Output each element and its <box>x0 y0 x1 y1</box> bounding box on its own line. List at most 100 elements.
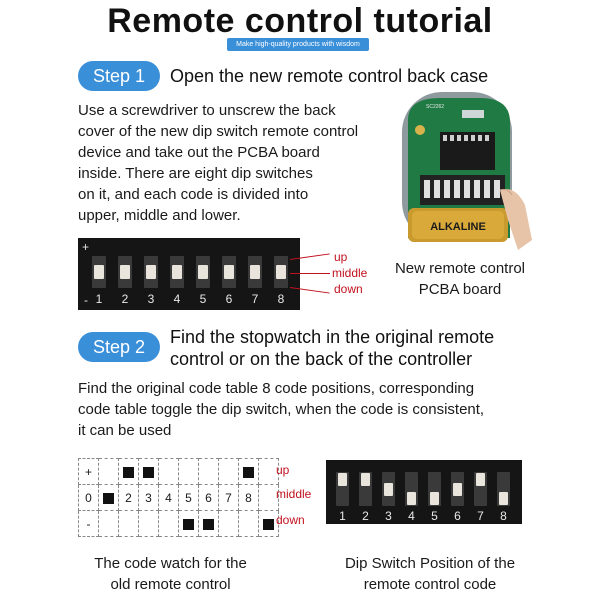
dip-switch-slot <box>497 472 510 506</box>
step2-pill: Step 2 <box>78 332 160 362</box>
step1-line: on it, and each code is divided into <box>78 186 309 203</box>
pcb-caption-line: PCBA board <box>418 281 502 298</box>
caption-line: The code watch for the <box>94 555 247 572</box>
code-table-cell <box>158 458 179 485</box>
step2-line: it can be used <box>78 422 172 439</box>
code-table-cell <box>98 458 119 485</box>
code-table-cell: 3 <box>138 484 159 511</box>
code-marker-square <box>203 518 214 530</box>
code-table-row-label: + <box>78 458 99 485</box>
dip-switch-knob <box>224 265 234 279</box>
caption-line: Dip Switch Position of the <box>344 555 516 572</box>
step2-line: Find the original code table 8 code posi… <box>78 380 475 397</box>
code-marker-square <box>183 518 194 530</box>
dip-switch-number: 3 <box>385 509 392 523</box>
code-table-cell <box>238 458 259 485</box>
code-table-cell: 4 <box>158 484 179 511</box>
code-table-cell <box>198 458 219 485</box>
annotation-up: up <box>334 250 348 264</box>
step1-pill: Step 1 <box>78 61 160 91</box>
dip-switch-slot <box>144 256 158 288</box>
dip-switch-photo-step1: + - 1 2 3 4 5 6 7 8 <box>78 238 300 310</box>
dip-switch-slot <box>222 256 236 288</box>
dip-switch-slot <box>474 472 487 506</box>
dip-minus-label: - <box>84 293 88 307</box>
dip-switch-number: 7 <box>477 509 484 523</box>
page-title: Remote control tutorial <box>107 2 493 40</box>
step2-heading: Find the stopwatch in the original remot… <box>170 326 494 370</box>
annotation-line-middle <box>290 273 330 274</box>
code-table-row-label: - <box>78 510 99 537</box>
table-label-up: up <box>276 463 290 477</box>
table-label-middle: middle <box>276 487 312 501</box>
dip-switch-number: 4 <box>408 509 415 523</box>
caption-dip-position: Dip Switch Position of the remote contro… <box>330 553 530 595</box>
code-table-cell <box>218 458 239 485</box>
dip-switch-slot <box>92 256 106 288</box>
dip-switch-slot <box>405 472 418 506</box>
dip-switch-number: 7 <box>251 292 259 306</box>
code-table-cell: 6 <box>198 484 219 511</box>
dip-switch-number: 5 <box>199 292 207 306</box>
pcb-caption-line: New remote control <box>394 260 526 277</box>
dip-switch-knob <box>384 482 393 496</box>
code-table-cell <box>98 510 119 537</box>
code-table-cell <box>218 510 239 537</box>
dip-switch-number: 1 <box>95 292 103 306</box>
code-table-cell <box>258 510 279 537</box>
dip-switch-number: 8 <box>500 509 507 523</box>
caption-line: old remote control <box>110 576 231 593</box>
dip-switch-knob <box>430 492 439 505</box>
pcb-caption: New remote control PCBA board <box>385 258 535 300</box>
code-table-cell <box>98 484 119 511</box>
dip-plus-label: + <box>82 240 90 254</box>
dip-switch-knob <box>276 265 286 279</box>
dip-switch-knob <box>120 265 130 279</box>
dip-switch-knob <box>338 473 347 486</box>
dip-switch-slot <box>382 472 395 506</box>
code-marker-square <box>103 492 114 504</box>
code-table-cell <box>118 510 139 537</box>
dip-switch-number: 3 <box>147 292 155 306</box>
code-table-cell <box>118 458 139 485</box>
table-label-down: down <box>276 513 305 527</box>
dip-switch-knob <box>361 473 370 486</box>
caption-line: remote control code <box>363 576 497 593</box>
dip-switch-slot <box>336 472 349 506</box>
code-table-cell <box>198 510 219 537</box>
dip-switch-number: 6 <box>225 292 233 306</box>
dip-switch-slot <box>170 256 184 288</box>
dip-switch-slot <box>428 472 441 506</box>
code-marker-square <box>263 518 274 530</box>
step1-line: cover of the new dip switch remote contr… <box>78 123 359 140</box>
dip-switch-number: 2 <box>121 292 129 306</box>
pcba-board-image: SC2262 ALKALINE <box>400 90 535 260</box>
dip-switch-slot <box>451 472 464 506</box>
code-marker-square <box>143 466 154 478</box>
dip-switch-knob <box>172 265 182 279</box>
caption-code-watch: The code watch for the old remote contro… <box>78 553 263 595</box>
dip-switch-number: 8 <box>277 292 285 306</box>
pcb-chip-text: SC2262 <box>426 104 444 110</box>
annotation-middle: middle <box>332 266 368 280</box>
dip-switch-knob <box>453 482 462 496</box>
code-table-row: + <box>78 458 279 485</box>
dip-switch-knob <box>198 265 208 279</box>
code-table-cell <box>238 510 259 537</box>
dip-switch-slot <box>118 256 132 288</box>
dip-switch-number: 1 <box>339 509 346 523</box>
code-marker-square <box>123 466 134 478</box>
battery-label: ALKALINE <box>430 221 486 233</box>
dip-switch-slot <box>196 256 210 288</box>
code-table-row: - <box>78 510 279 537</box>
step1-line: upper, middle and lower. <box>78 207 241 224</box>
code-table-cell <box>178 510 199 537</box>
code-table-cell <box>178 458 199 485</box>
dip-switch-knob <box>499 492 508 505</box>
step2-description: Find the original code table 8 code posi… <box>78 378 484 441</box>
dip-switch-number: 4 <box>173 292 181 306</box>
code-table-cell: 5 <box>178 484 199 511</box>
